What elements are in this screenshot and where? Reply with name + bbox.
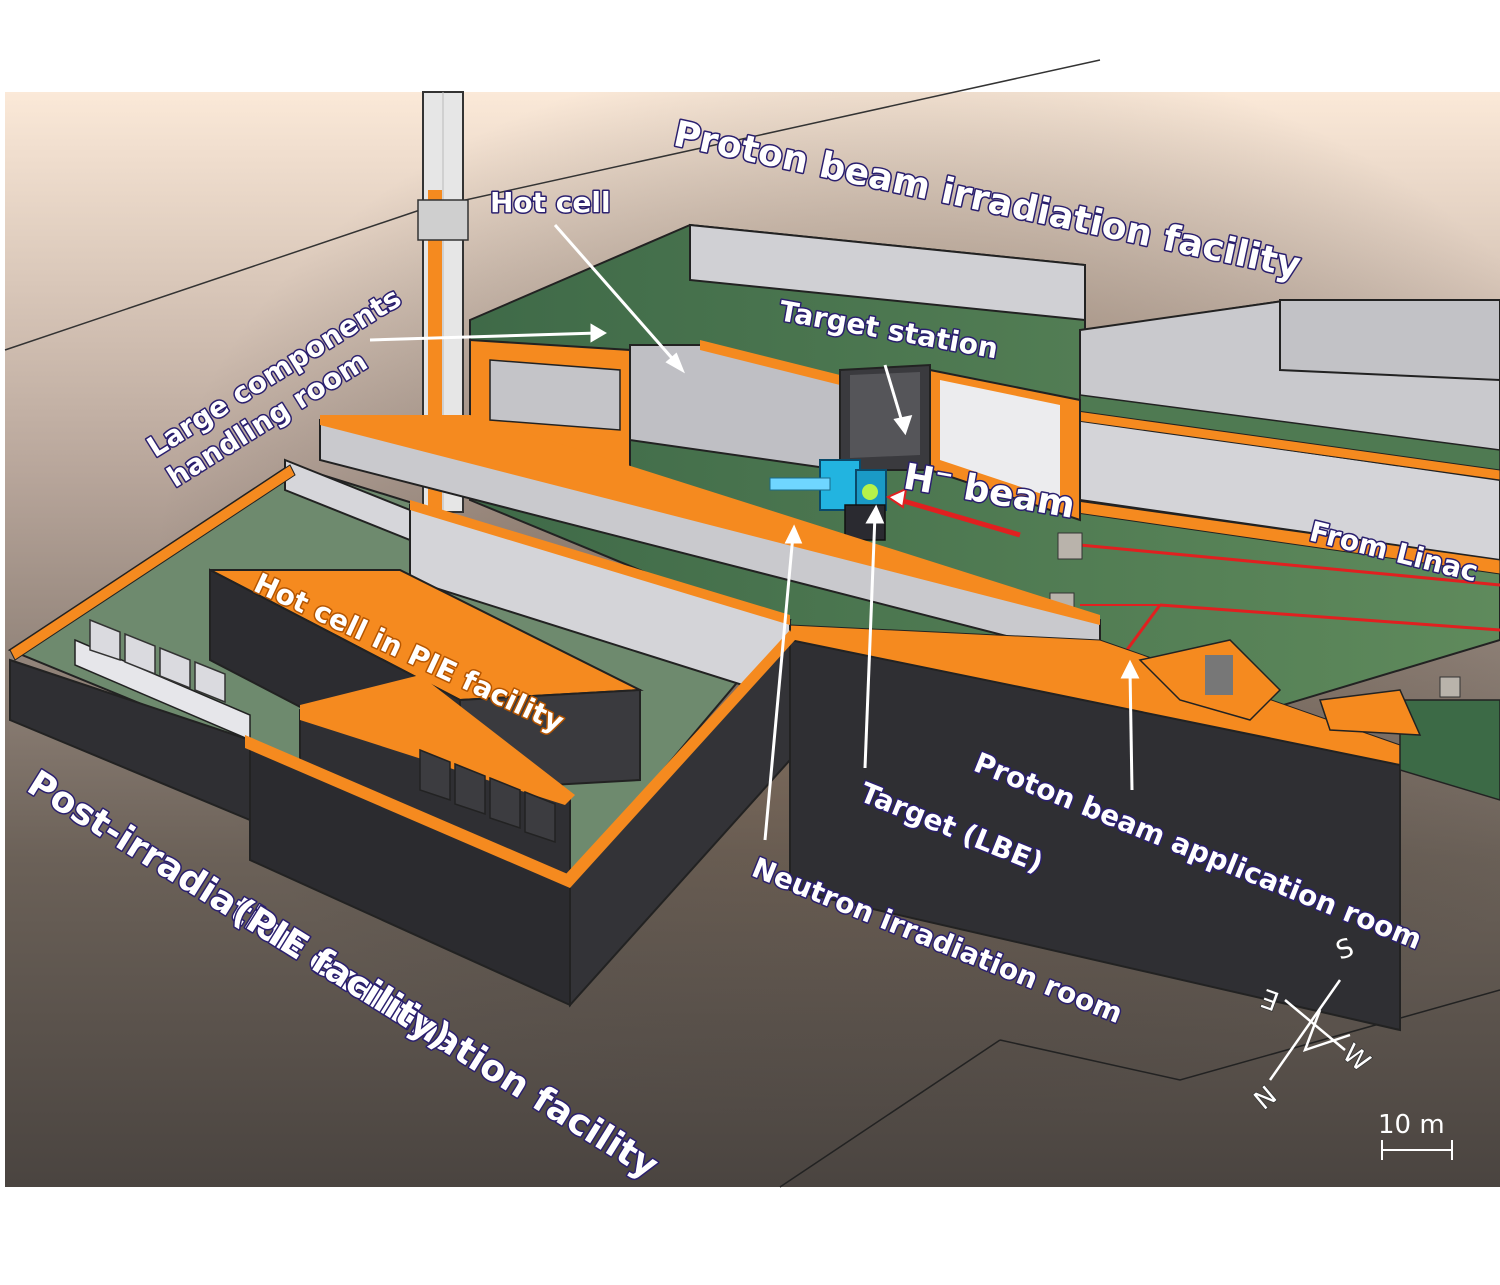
proton-building-front: [319, 415, 1500, 1032]
h-beam-arrow: [885, 487, 1021, 538]
h-beam-main: H: [900, 456, 937, 502]
label-hot-cell: Hot cell: [490, 186, 611, 219]
pie-facility: [7, 458, 795, 1008]
ground-outline-3: [779, 1039, 1001, 1188]
proton-building: [469, 223, 1500, 762]
scale-bar-label: 10 m: [1378, 1110, 1445, 1140]
scale-bar: [1381, 1140, 1453, 1160]
h-beam-sup: −: [933, 461, 955, 489]
leader-lines: [369, 224, 1140, 841]
compass: [1268, 979, 1351, 1081]
